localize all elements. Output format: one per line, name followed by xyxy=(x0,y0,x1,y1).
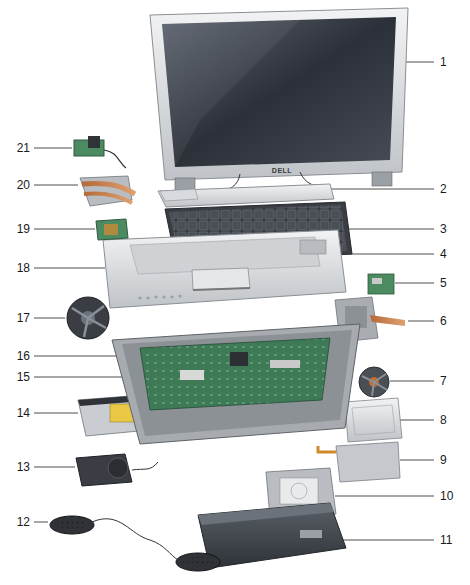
system-board xyxy=(140,338,330,410)
callout-number: 5 xyxy=(440,276,447,290)
callout-number: 15 xyxy=(17,370,30,384)
callout-number: 7 xyxy=(440,374,447,388)
callout-number: 12 xyxy=(17,515,30,529)
processor xyxy=(96,219,128,240)
callout-number: 1 xyxy=(440,55,447,69)
logo-text: DELL xyxy=(272,167,292,175)
display-assembly xyxy=(150,8,408,194)
callout-number: 20 xyxy=(17,178,30,192)
module-cover xyxy=(345,398,402,442)
fan xyxy=(67,297,109,339)
base-assembly xyxy=(112,324,360,444)
callout-number: 8 xyxy=(440,413,447,427)
callout-number: 16 xyxy=(17,349,30,363)
heat-pipe xyxy=(80,176,135,206)
callout-number: 11 xyxy=(440,533,452,547)
callout-number: 18 xyxy=(17,261,30,275)
callout-number: 21 xyxy=(17,141,30,155)
battery xyxy=(198,503,346,568)
callout-number: 6 xyxy=(440,314,447,328)
subwoofer xyxy=(76,454,158,486)
palm-rest xyxy=(103,230,346,308)
callout-number: 19 xyxy=(17,222,30,236)
hinge-cover-end xyxy=(160,189,198,201)
callout-number: 4 xyxy=(440,247,447,261)
callout-number: 10 xyxy=(440,489,453,503)
callout-number: 9 xyxy=(440,453,447,467)
callout-number: 17 xyxy=(17,311,30,325)
small-fan xyxy=(359,367,389,397)
callout-number: 2 xyxy=(440,182,447,196)
speakers xyxy=(50,516,220,571)
callout-number: 14 xyxy=(17,406,30,420)
callout-number: 3 xyxy=(440,222,447,236)
dc-in-connector xyxy=(74,136,126,168)
callout-number: 13 xyxy=(17,460,30,474)
mini-card xyxy=(368,274,394,294)
